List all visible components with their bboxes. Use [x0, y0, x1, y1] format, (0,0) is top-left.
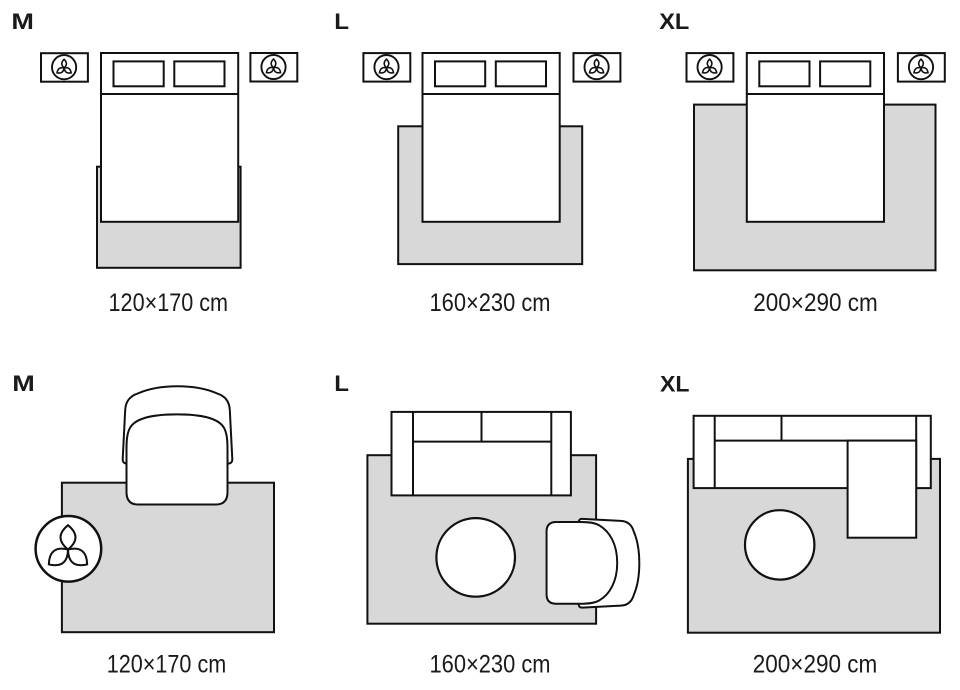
svg-text:200×290 cm: 200×290 cm [753, 651, 878, 679]
svg-text:M: M [11, 10, 34, 34]
svg-text:M: M [12, 372, 35, 396]
svg-text:160×230 cm: 160×230 cm [430, 289, 551, 317]
svg-text:160×230 cm: 160×230 cm [430, 651, 551, 679]
svg-text:XL: XL [660, 372, 690, 396]
svg-text:L: L [334, 9, 349, 34]
svg-text:XL: XL [659, 9, 689, 34]
svg-text:L: L [334, 371, 349, 396]
svg-text:120×170 cm: 120×170 cm [109, 289, 229, 317]
svg-text:200×290 cm: 200×290 cm [753, 289, 878, 317]
svg-text:120×170 cm: 120×170 cm [107, 651, 227, 679]
